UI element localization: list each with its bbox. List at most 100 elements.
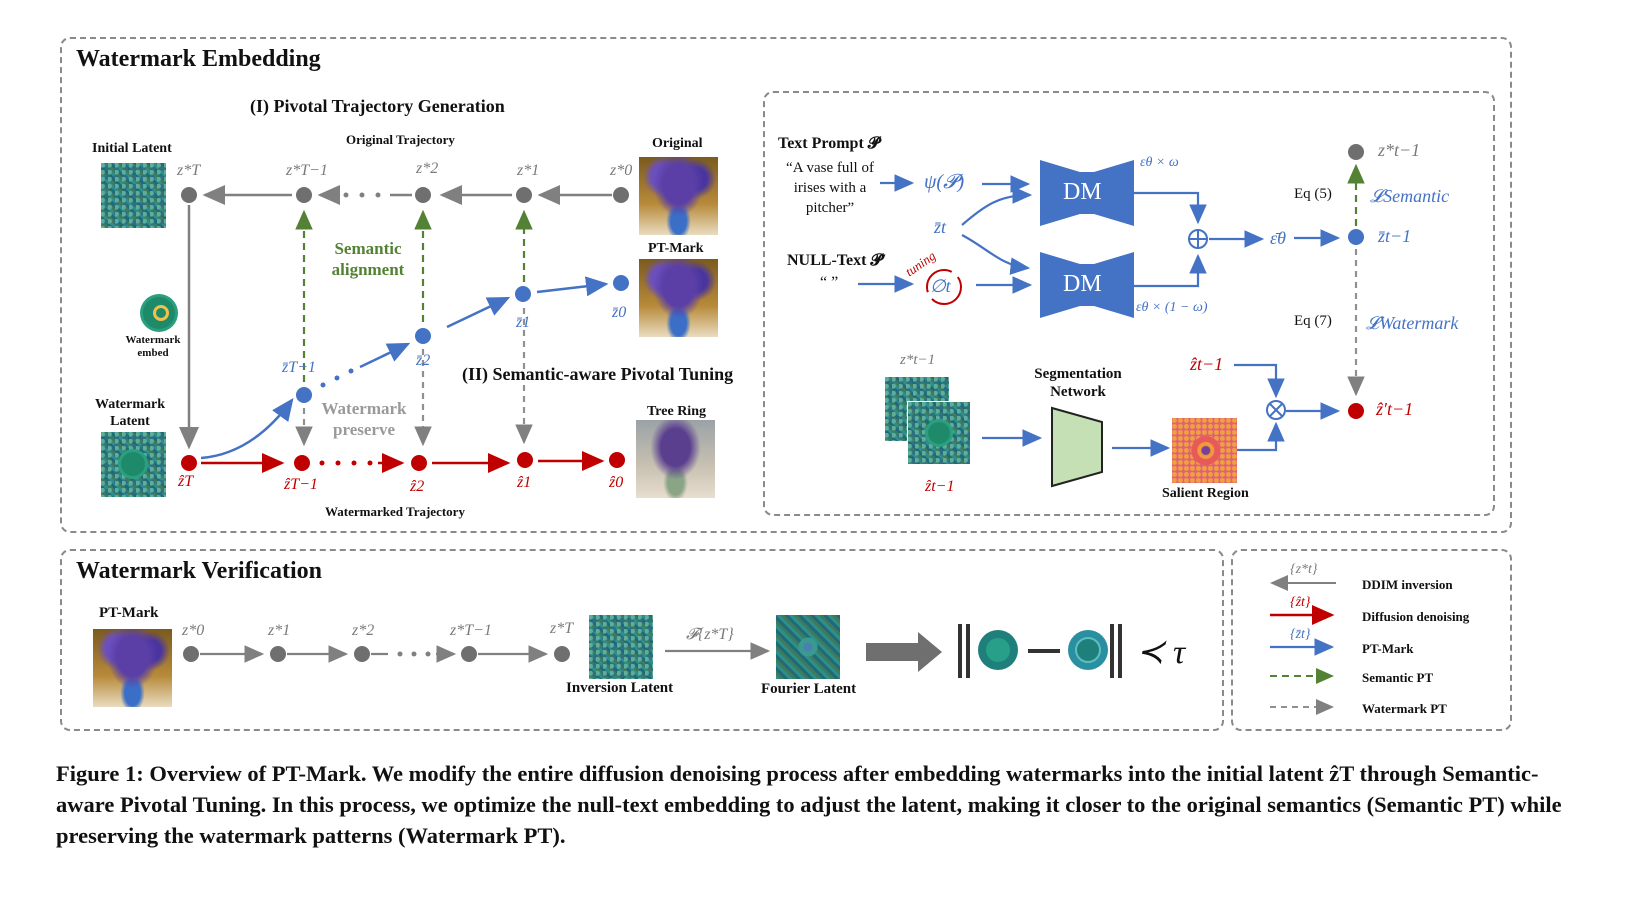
z-hat-1: ẑ1 [517,474,532,491]
verify-z-star-T: z*T [550,620,574,637]
eq7-label: Eq (7) [1294,313,1332,329]
initial-latent-label: Initial Latent [92,141,172,156]
phi-label: ∅t [930,276,951,296]
latent-stack-front [907,401,971,465]
segmentation-label: Segmentation Network [1034,366,1122,400]
dm-bottom-label: DM [1063,271,1102,297]
watermark-preserve-label: Watermark preserve [321,399,407,439]
verify-pt-mark-label: PT-Mark [99,605,159,621]
semantic-alignment-arrows [295,209,533,382]
null-text-label: NULL-Text 𝓟′ [787,252,887,269]
legend-symbol-diffusion: {ẑt} [1290,595,1311,610]
original-image [639,157,718,235]
z-bar-1: z̄1 [516,314,531,331]
eq5-label: Eq (5) [1294,186,1332,202]
salient-region-image [1172,418,1237,483]
eps-bar-label: ε̄θ [1270,228,1286,248]
l-watermark-label: 𝓛Watermark [1366,313,1459,333]
text-prompt-label: Text Prompt 𝓟 [778,135,880,152]
legend-panel [1231,549,1512,731]
verify-z-star-0: z*0 [182,622,205,639]
eps-omega-label: εθ × ω [1140,155,1179,170]
tuning-title: (II) Semantic-aware Pivotal Tuning [462,364,734,384]
z-star-1: z*1 [517,162,540,179]
legend-lines [1270,575,1336,715]
z-star-0: z*0 [610,162,633,179]
embedding-panel [60,37,1512,533]
z-bar-0: z̄0 [612,304,627,321]
less-tau-label: ≺ τ [1136,634,1186,671]
verification-panel [60,549,1224,731]
figure-caption: Figure 1: Overview of PT-Mark. We modify… [56,761,1562,848]
watermark-embed-icon [143,297,175,329]
fourier-latent-image [776,615,840,679]
z-hat-T-1: ẑT−1 [284,476,318,493]
z-star-T-1: z*T−1 [286,162,328,179]
fourier-op-label: 𝓕{z*T} [686,626,734,643]
grey-nodes [181,187,629,203]
verify-pt-mark-image [93,629,172,707]
verification-title: Watermark Verification [76,558,322,584]
inversion-latent-image [589,615,653,679]
zt-bar-label: z̄t [934,217,947,237]
z-bar-tm1-label: z̄t−1 [1378,226,1412,246]
legend-symbol-ddim: {z*t} [1290,562,1318,577]
z-hat-0: ẑ0 [609,474,624,491]
legend-label-ptmark: PT-Mark [1362,641,1414,656]
tree-ring-label: Tree Ring [647,404,706,419]
fourier-latent-label: Fourier Latent [761,681,857,697]
psi-label: ψ(𝓟) [924,171,965,193]
z-hat-2: ẑ2 [410,478,425,495]
embedding-title: Watermark Embedding [76,46,321,72]
z-hat-prime-label: ẑ′t−1 [1376,399,1414,419]
prompt-text: “A vase full of irises with a pitcher” [786,160,874,216]
verification-connectors [183,624,1122,678]
original-trajectory-label: Original Trajectory [346,132,455,147]
z-bar-T-1: z̄T−1 [282,359,316,376]
legend-label-diffusion: Diffusion denoising [1362,609,1470,624]
legend-label-watermark-pt: Watermark PT [1362,701,1447,716]
semantic-alignment-label: Semantic alignment [331,239,405,279]
z-star-T: z*T [177,162,201,179]
null-quote: “ ” [820,274,839,291]
z-star-2: z*2 [416,160,439,177]
watermark-latent-label: Watermark Latent [95,397,165,429]
verify-z-star-2: z*2 [352,622,375,639]
watermarked-trajectory-label: Watermarked Trajectory [325,504,465,519]
tuning-connectors [858,144,1365,488]
pt-mark-image [639,259,718,337]
key-icon [928,422,950,444]
tree-ring-image [636,420,715,498]
z-hat-stack-label: ẑt−1 [925,478,955,495]
tuning-panel [763,91,1495,516]
inversion-latent-label: Inversion Latent [566,680,674,696]
l-semantic-label: 𝓛Semantic [1370,186,1450,206]
salient-region-label: Salient Region [1162,486,1249,501]
z-hat-tm1-label: ẑt−1 [1190,354,1224,374]
initial-latent-image [101,163,166,228]
eps-one-minus-label: εθ × (1 − ω) [1136,300,1208,315]
key-glyph-icon [153,305,169,321]
blue-nodes [296,275,629,403]
z-star-tm1-label: z*t−1 [1378,140,1421,160]
watermark-latent-image [101,432,166,497]
z-hat-T: ẑT [178,473,194,490]
watermarked-trajectory-arrows [201,451,605,473]
verify-z-star-T-1: z*T−1 [450,622,492,639]
watermark-embed-label: Watermark embed [125,334,181,359]
original-trajectory-arrows [179,185,612,450]
legend-label-semantic-pt: Semantic PT [1362,670,1434,685]
original-label: Original [652,136,703,151]
watermark-preserve-arrows [295,308,533,447]
z-bar-2: z̄2 [416,352,431,369]
verify-z-star-1: z*1 [268,622,291,639]
pivotal-title: (I) Pivotal Trajectory Generation [250,96,505,116]
key-icon [121,452,145,476]
legend-symbol-ptmark: {z̄t} [1290,627,1311,642]
pt-mark-trajectory-arrows [200,276,609,460]
red-nodes [181,452,625,471]
z-star-stack-label: z*t−1 [900,352,936,368]
dm-top-label: DM [1063,179,1102,205]
pt-mark-label: PT-Mark [648,241,704,256]
